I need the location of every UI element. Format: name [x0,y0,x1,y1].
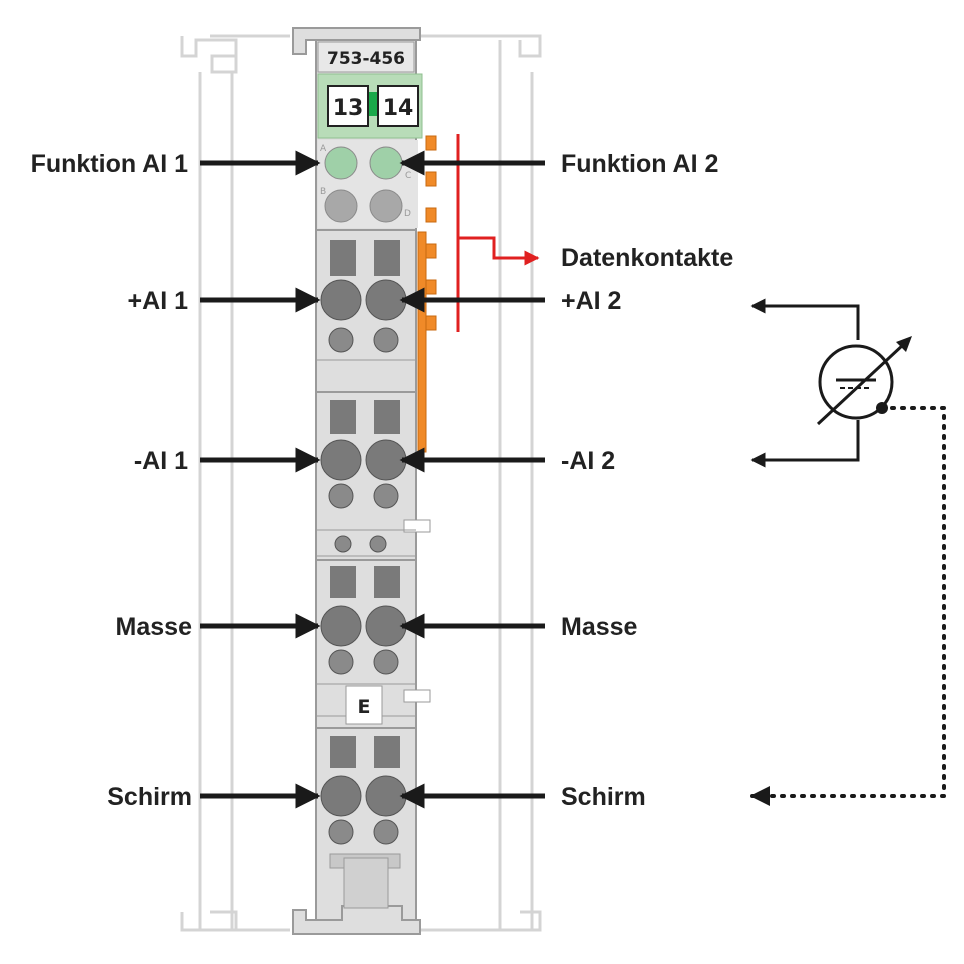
led-letter-b: B [320,187,326,197]
terminal-block-minus [316,391,431,533]
label-masse-left: Masse [116,613,193,641]
led-d-icon [369,189,403,223]
channel-right-label: 14 [383,96,414,121]
label-funktion-ai1: Funktion AI 1 [31,150,188,178]
led-letter-d: D [404,209,411,219]
terminal-block-masse [316,559,431,717]
right-labels: Funktion AI 2 Datenkontakte +AI 2 -AI 2 … [561,150,733,811]
led-c-icon [369,146,403,180]
channel-box-left [327,85,369,127]
release-lever [343,857,389,909]
sensor-wiring [750,298,946,806]
channel-left-label: 13 [333,96,364,121]
label-plus-ai2: +AI 2 [561,287,621,315]
label-datenkontakte: Datenkontakte [561,244,733,272]
label-schirm-right: Schirm [561,783,646,811]
label-minus-ai2: -AI 2 [561,447,615,475]
right-arrows [399,150,545,809]
io-module: 753-456 13 14 A C B D [292,27,437,935]
wire-plus [750,298,860,340]
bottom-clip [292,905,421,935]
marker-label: E [358,696,371,718]
ghost-neighbour-modules [180,34,542,932]
terminal-block-plus [316,229,416,361]
channel-divider [366,92,380,116]
led-letter-c: C [405,171,411,181]
label-schirm-left: Schirm [107,783,192,811]
label-funktion-ai2: Funktion AI 2 [561,150,718,178]
channel-box-right [377,85,419,127]
left-labels: Funktion AI 1 +AI 1 -AI 1 Masse Schirm [31,150,192,811]
part-number-label: 753-456 [327,49,405,69]
led-a-icon [324,146,358,180]
part-number-strip [317,41,415,73]
led-letter-a: A [320,144,327,154]
sensor-icon [816,336,912,426]
label-masse-right: Masse [561,613,638,641]
marker-box [345,685,383,725]
mid-contacts [316,529,416,557]
wire-minus [750,420,860,468]
label-minus-ai1: -AI 1 [134,447,188,475]
data-contacts [417,135,437,453]
wire-shield-dotted [750,406,946,806]
led-b-icon [324,189,358,223]
left-arrows [200,150,321,809]
label-plus-ai1: +AI 1 [128,287,189,315]
